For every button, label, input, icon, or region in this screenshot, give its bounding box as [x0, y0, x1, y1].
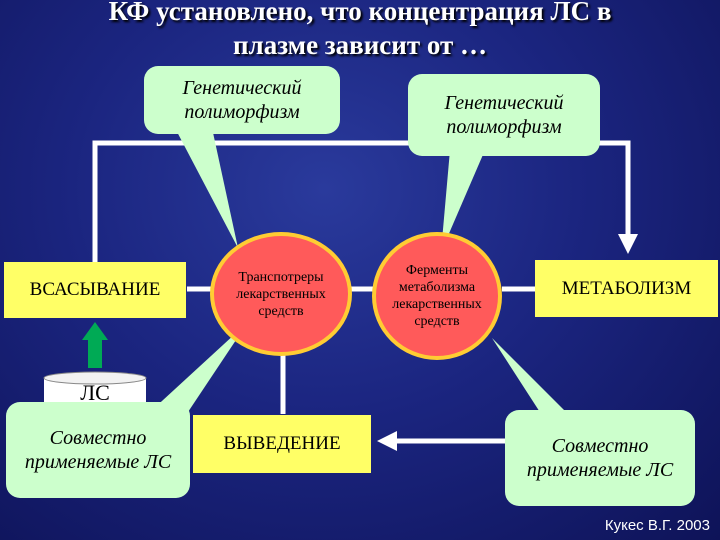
callout-genetic-polymorphism-right: Генетический полиморфизм — [408, 74, 600, 156]
callout-genetic-polymorphism-left: Генетический полиморфизм — [144, 66, 340, 134]
title-line-1: КФ установлено, что концентрация ЛС в — [108, 0, 612, 26]
callout-coadministered-drugs-right: Совместно применяемые ЛС — [505, 410, 695, 506]
arrow-to-metabolism — [618, 234, 638, 254]
green-arrow-head — [82, 322, 108, 340]
circle-metabolism-enzymes: Ферменты метаболизма лекарственных средс… — [372, 232, 502, 360]
cylinder-top — [43, 371, 147, 385]
box-label: ВЫВЕДЕНИЕ — [223, 433, 341, 454]
box-excretion: ВЫВЕДЕНИЕ — [193, 415, 371, 473]
coadmin-left-tail — [150, 322, 248, 424]
top-connector-line — [92, 140, 631, 262]
callout-text: Совместно применяемые ЛС — [526, 435, 674, 481]
box-label: ВСАСЫВАНИЕ — [29, 279, 161, 300]
callout-text: Генетический полиморфизм — [444, 92, 564, 138]
slide-title: КФ установлено, что концентрация ЛС в пл… — [0, 0, 720, 62]
callout-left-tail — [175, 128, 238, 248]
callout-text: Генетический полиморфизм — [182, 77, 302, 123]
box-metabolism: МЕТАБОЛИЗМ — [535, 260, 718, 317]
callout-text: Совместно применяемые ЛС — [24, 427, 172, 473]
coadmin-right-tail — [492, 338, 572, 420]
callout-right-tail — [441, 150, 485, 252]
box-absorption: ВСАСЫВАНИЕ — [4, 262, 186, 318]
circle-transporters: Транспотреры лекарственных средств — [210, 232, 352, 356]
arrow-to-excretion — [377, 431, 397, 451]
title-line-2: плазме зависит от … — [233, 30, 487, 60]
circle-label: Ферменты метаболизма лекарственных средс… — [392, 263, 482, 329]
author-credit: Кукес В.Г. 2003 — [604, 517, 710, 534]
circle-label: Транспотреры лекарственных средств — [236, 269, 326, 319]
green-arrow-shaft — [88, 338, 102, 368]
cylinder-label: ЛС — [80, 380, 110, 405]
box-label: МЕТАБОЛИЗМ — [561, 277, 692, 299]
callout-coadministered-drugs-left: Совместно применяемые ЛС — [6, 402, 190, 498]
